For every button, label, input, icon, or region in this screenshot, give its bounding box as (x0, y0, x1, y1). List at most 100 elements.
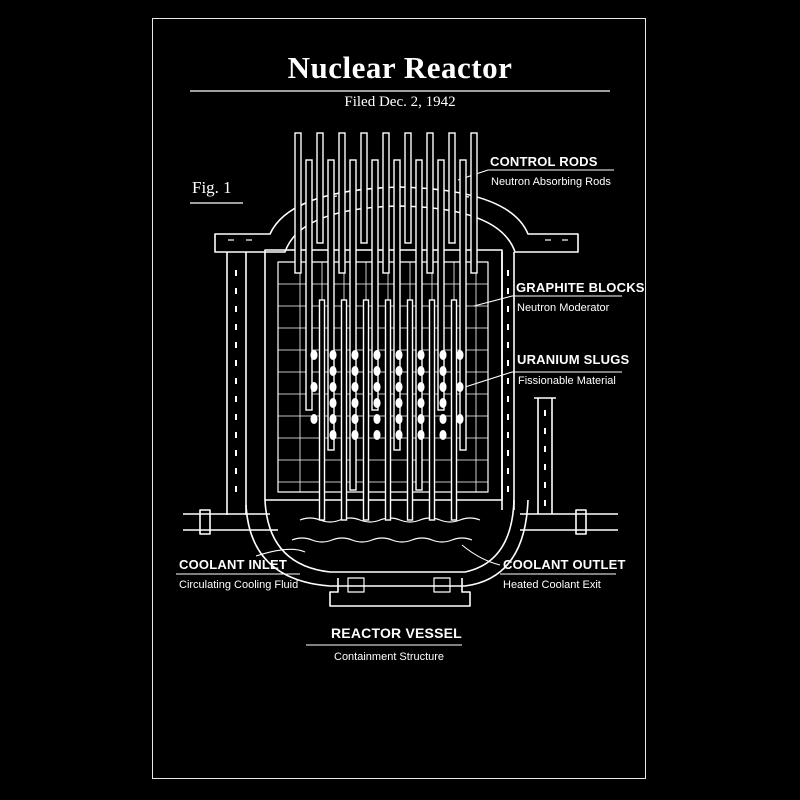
coolant-inlet-label: COOLANT INLET (179, 557, 288, 572)
poster-frame (152, 18, 646, 779)
uranium-slug (373, 365, 381, 377)
rivet (544, 410, 546, 416)
rivet (507, 432, 509, 438)
rivet (507, 270, 509, 276)
rivet (544, 428, 546, 434)
uranium-slugs-desc: Fissionable Material (518, 375, 616, 387)
rivet (235, 270, 237, 276)
rivet (507, 324, 509, 330)
support-block-right (433, 577, 451, 593)
rivet (507, 306, 509, 312)
control-rod-long (371, 159, 379, 411)
uranium-slug (351, 349, 359, 361)
uranium-slug (456, 413, 464, 425)
outlet-pipe (520, 513, 618, 531)
rivet (235, 324, 237, 330)
rivet (507, 414, 509, 420)
rivet (235, 342, 237, 348)
uranium-slug (417, 349, 425, 361)
control-rod-long (327, 159, 335, 451)
control-rod (382, 132, 390, 274)
control-rod-long (437, 159, 445, 411)
uranium-slugs (310, 349, 464, 441)
uranium-slug (417, 413, 425, 425)
page-title: Nuclear Reactor (287, 50, 513, 85)
uranium-slug (329, 397, 337, 409)
uranium-slug (395, 397, 403, 409)
control-rods-desc: Neutron Absorbing Rods (491, 176, 611, 188)
rivet (507, 486, 509, 492)
uranium-slug (439, 365, 447, 377)
uranium-slug (395, 429, 403, 441)
coolant-outlet-label: COOLANT OUTLET (503, 557, 626, 572)
control-rods (294, 132, 478, 521)
rivet (235, 468, 237, 474)
inlet-flange (199, 509, 211, 535)
uranium-slug (310, 413, 318, 425)
uranium-slug (417, 397, 425, 409)
reactor-vessel-desc: Containment Structure (334, 651, 445, 663)
rivet (544, 446, 546, 452)
uranium-slug (310, 349, 318, 361)
outlet-flange (575, 509, 587, 535)
rivet (507, 468, 509, 474)
support-block-left (347, 577, 365, 593)
uranium-slug (395, 381, 403, 393)
fuel-channel (362, 299, 370, 521)
rivet (507, 378, 509, 384)
filed-date: Filed Dec. 2, 1942 (344, 94, 456, 110)
control-rod (448, 132, 456, 244)
uranium-slug (310, 381, 318, 393)
uranium-slug (439, 429, 447, 441)
uranium-slug (373, 349, 381, 361)
control-rod (294, 132, 302, 274)
uranium-slug (439, 397, 447, 409)
inlet-pipe (183, 513, 278, 531)
uranium-slug (351, 381, 359, 393)
rivet (544, 482, 546, 488)
vessel-bowl (264, 499, 515, 573)
rivet (235, 414, 237, 420)
control-rods-label: CONTROL RODS (490, 154, 598, 169)
uranium-slug (395, 365, 403, 377)
uranium-slug (439, 381, 447, 393)
rivet (235, 450, 237, 456)
outlet-riser (534, 397, 556, 514)
control-rod (360, 132, 368, 244)
uranium-slug (373, 397, 381, 409)
uranium-slug (417, 381, 425, 393)
fuel-channel (428, 299, 436, 521)
uranium-slug (395, 413, 403, 425)
control-rod (316, 132, 324, 244)
rivet (507, 342, 509, 348)
uranium-slug (373, 413, 381, 425)
uranium-slug (417, 365, 425, 377)
graphite-blocks-desc: Neutron Moderator (517, 302, 610, 314)
graphite-blocks-label: GRAPHITE BLOCKS (516, 280, 645, 295)
uranium-slug (329, 413, 337, 425)
rivet (235, 360, 237, 366)
uranium-slug (395, 349, 403, 361)
control-rod-long (305, 159, 313, 411)
rivet (544, 464, 546, 470)
rivet (507, 360, 509, 366)
uranium-slug (373, 429, 381, 441)
uranium-slug (456, 381, 464, 393)
rivet (235, 378, 237, 384)
fuel-channel (406, 299, 414, 521)
rivet (235, 396, 237, 402)
coolant-outlet-desc: Heated Coolant Exit (503, 579, 601, 591)
uranium-slug (351, 413, 359, 425)
control-rod (404, 132, 412, 244)
control-rod-long (459, 159, 467, 451)
control-rod-long (349, 159, 357, 491)
uranium-slug (329, 349, 337, 361)
rivet (507, 450, 509, 456)
rivet (507, 396, 509, 402)
rivet (235, 306, 237, 312)
uranium-slug (456, 349, 464, 361)
fuel-channel (384, 299, 392, 521)
support-base (329, 578, 471, 607)
coolant-inlet-desc: Circulating Cooling Fluid (179, 579, 299, 591)
